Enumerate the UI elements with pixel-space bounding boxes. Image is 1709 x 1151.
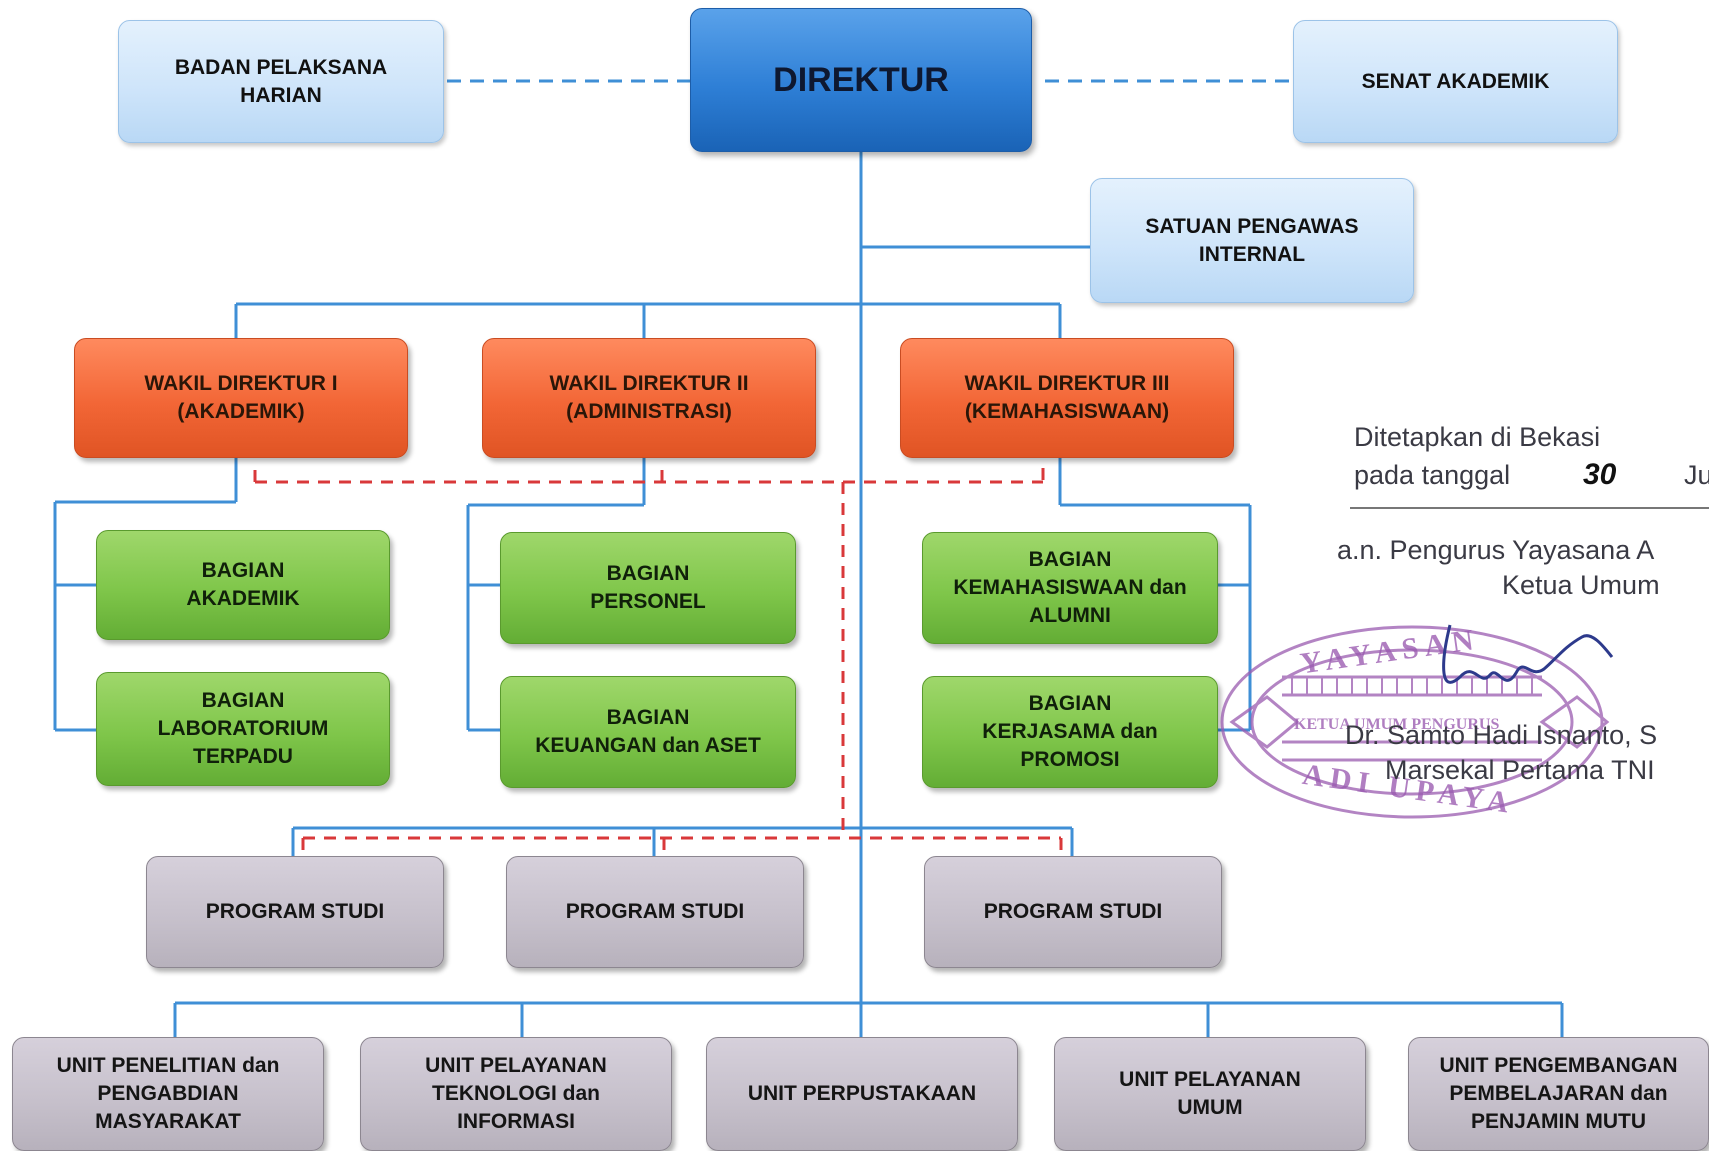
senat-akademik-box: SENAT AKADEMIK — [1293, 20, 1618, 143]
unit-teknologi-informasi-box: UNIT PELAYANAN TEKNOLOGI dan INFORMASI — [360, 1037, 672, 1151]
signature-name: Dr. Samto Hadi Isnanto, S — [1345, 720, 1658, 750]
signature-date-day: 30 — [1583, 458, 1617, 491]
program-studi-box-2: PROGRAM STUDI — [506, 856, 804, 968]
yayasan-stamp: YAYASAN KETUA UMUM PENGURUS ADI UPAYA — [1220, 623, 1614, 820]
direktur-box: DIREKTUR — [690, 8, 1032, 152]
svg-text:KETUA UMUM PENGURUS: KETUA UMUM PENGURUS — [1294, 716, 1499, 733]
wakil-direktur-3-box: WAKIL DIREKTUR III (KEMAHASISWAAN) — [900, 338, 1234, 458]
badan-pelaksana-harian-box: BADAN PELAKSANA HARIAN — [118, 20, 444, 143]
signature-on-behalf: a.n. Pengurus Yayasana A — [1337, 535, 1655, 565]
unit-pengembangan-box: UNIT PENGEMBANGAN PEMBELAJARAN dan PENJA… — [1408, 1037, 1709, 1151]
unit-perpustakaan-box: UNIT PERPUSTAKAAN — [706, 1037, 1018, 1151]
signature-role: Ketua Umum — [1502, 570, 1660, 600]
signature-date-month: Ju — [1684, 460, 1709, 490]
bagian-laboratorium-box: BAGIAN LABORATORIUM TERPADU — [96, 672, 390, 786]
unit-pelayanan-umum-box: UNIT PELAYANAN UMUM — [1054, 1037, 1366, 1151]
wakil-direktur-2-box: WAKIL DIREKTUR II (ADMINISTRASI) — [482, 338, 816, 458]
signature-divider — [1350, 507, 1709, 509]
bagian-keuangan-box: BAGIAN KEUANGAN dan ASET — [500, 676, 796, 788]
bagian-akademik-box: BAGIAN AKADEMIK — [96, 530, 390, 640]
svg-text:YAYASAN: YAYASAN — [1298, 623, 1481, 681]
signature-date-label: pada tanggal — [1354, 460, 1511, 490]
program-studi-box-1: PROGRAM STUDI — [146, 856, 444, 968]
wakil-direktur-1-box: WAKIL DIREKTUR I (AKADEMIK) — [74, 338, 408, 458]
signature-place: Ditetapkan di Bekasi — [1354, 422, 1601, 452]
program-studi-box-3: PROGRAM STUDI — [924, 856, 1222, 968]
bagian-personel-box: BAGIAN PERSONEL — [500, 532, 796, 644]
bagian-kerjasama-box: BAGIAN KERJASAMA dan PROMOSI — [922, 676, 1218, 788]
unit-penelitian-box: UNIT PENELITIAN dan PENGABDIAN MASYARAKA… — [12, 1037, 324, 1151]
signature-rank: Marsekal Pertama TNI — [1385, 755, 1655, 785]
satuan-pengawas-internal-box: SATUAN PENGAWAS INTERNAL — [1090, 178, 1414, 303]
bagian-kemahasiswaan-box: BAGIAN KEMAHASISWAAN dan ALUMNI — [922, 532, 1218, 644]
